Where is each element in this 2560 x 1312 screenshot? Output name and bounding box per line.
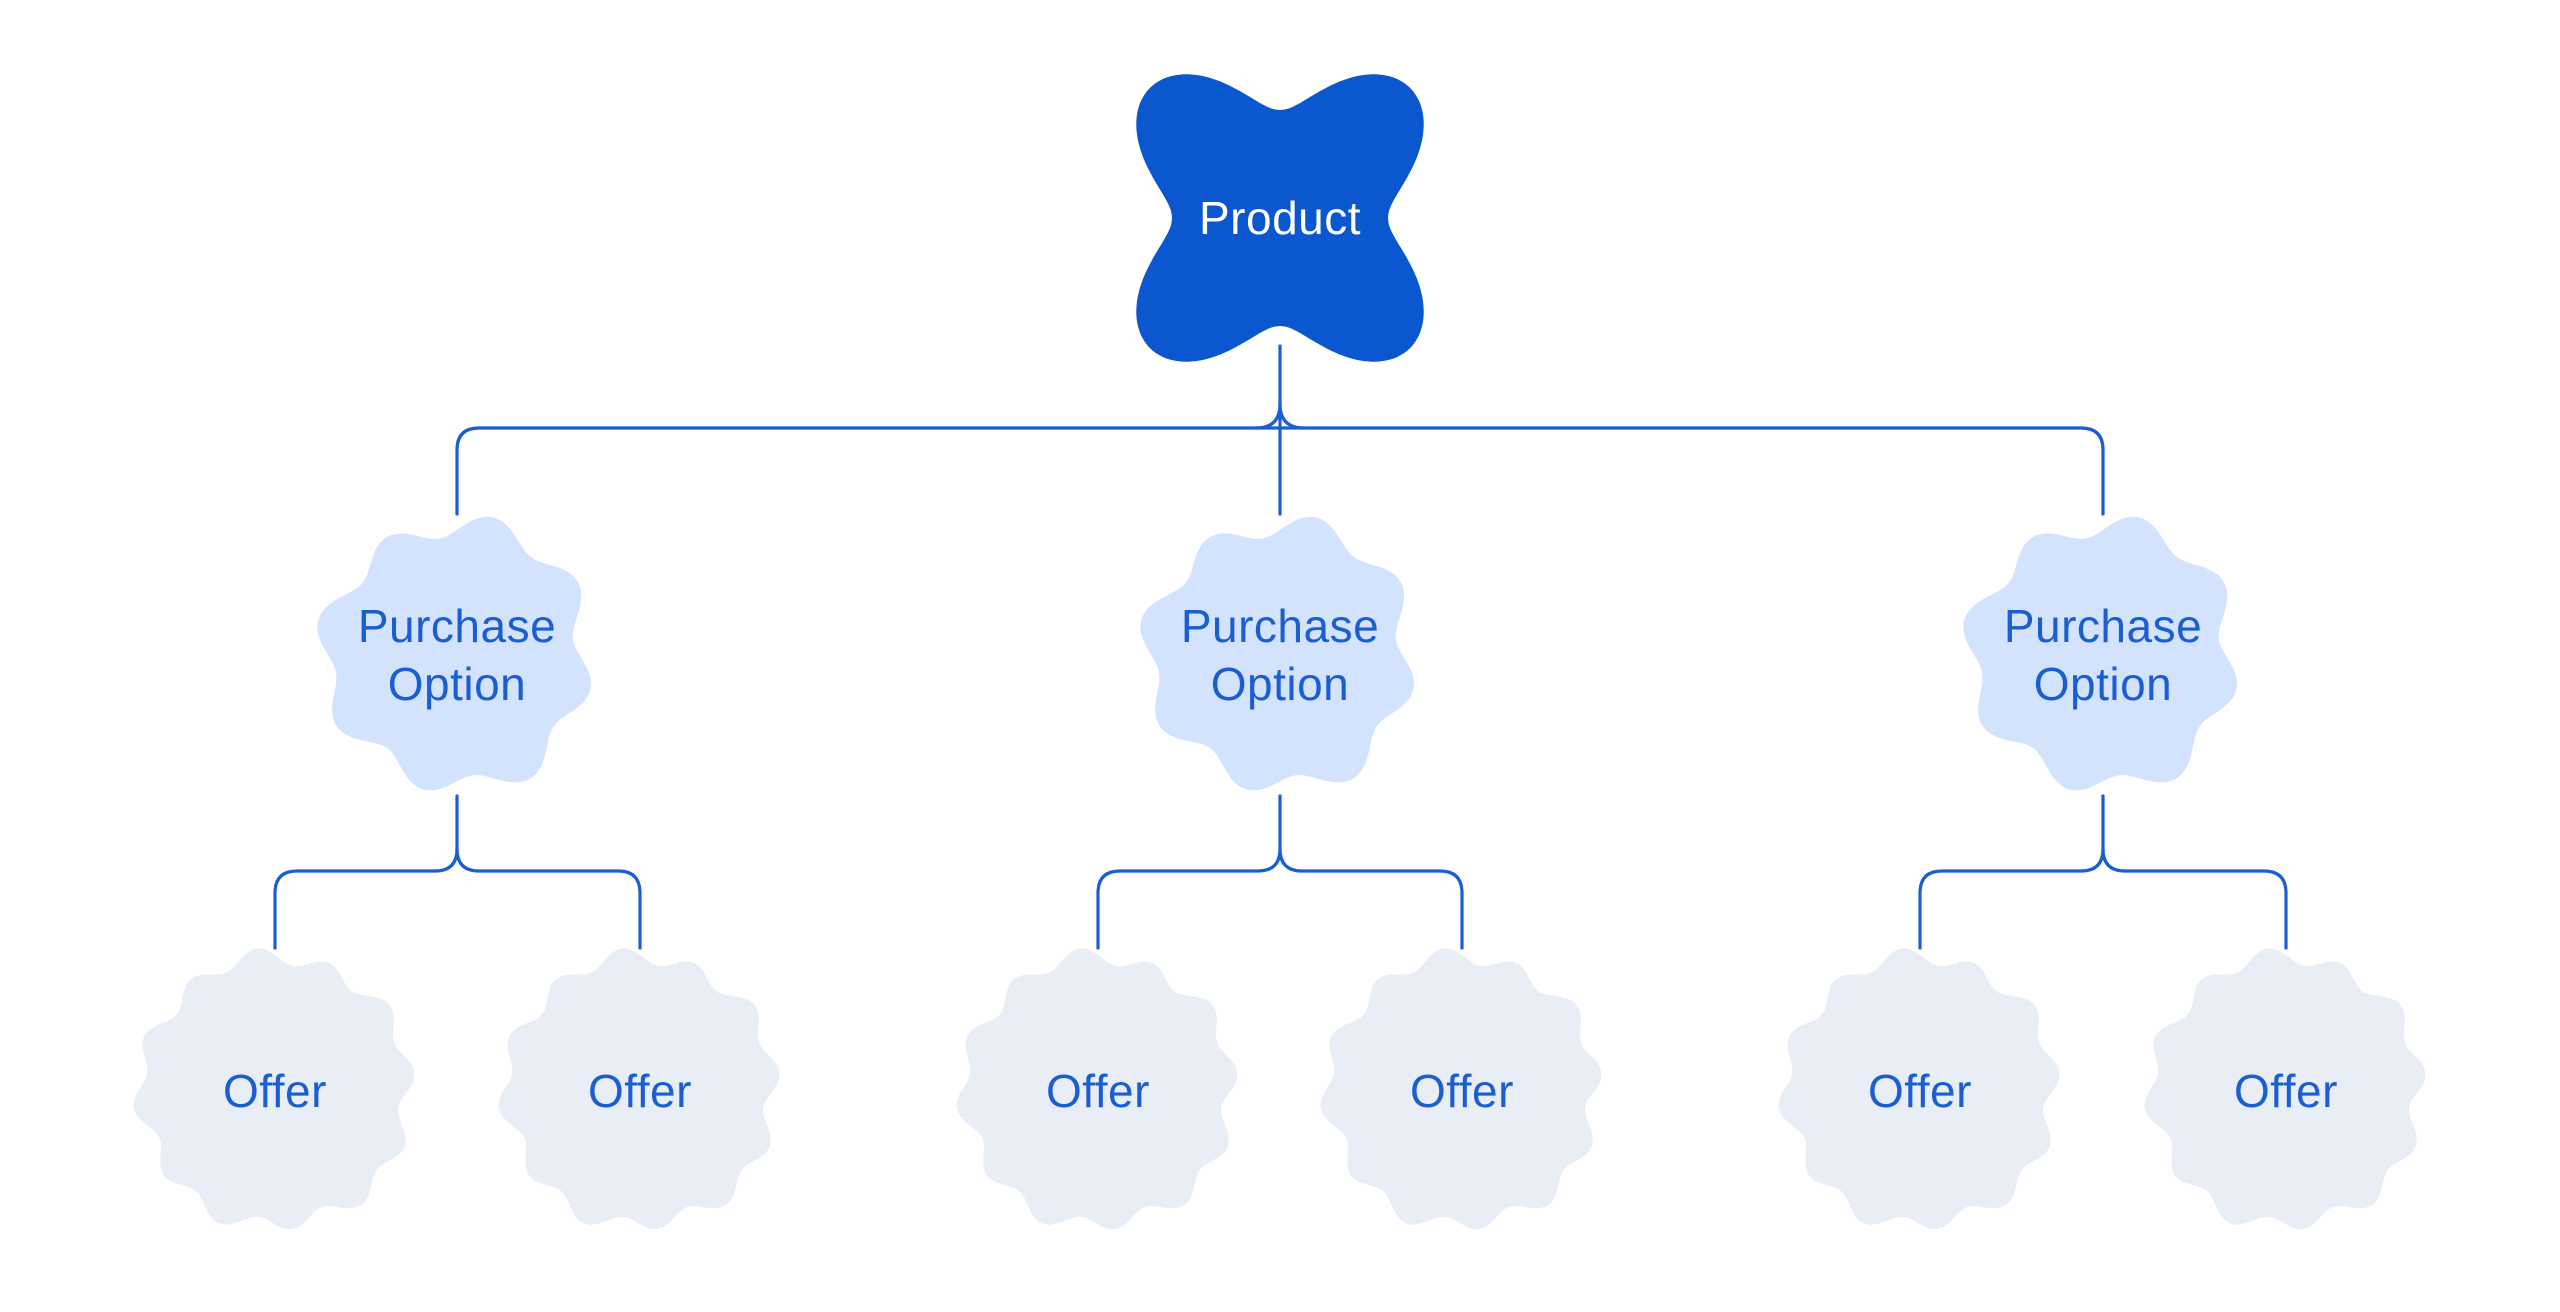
edge-splitter-2-right [1278, 847, 1464, 950]
offer-blob-path [133, 948, 415, 1230]
product-blob-shape [1136, 74, 1424, 362]
offer-blob-path [956, 948, 1238, 1230]
offer-blob-shape [133, 948, 415, 1230]
edge-root-bracket [455, 426, 2105, 516]
edge-root-fillet-left [1254, 402, 1282, 430]
node-offer-6: Offer [2136, 941, 2436, 1241]
node-offer-2: Offer [490, 941, 790, 1241]
node-offer-1: Offer [125, 941, 425, 1241]
offer-blob-path [1320, 948, 1602, 1230]
offer-blob-path [1778, 948, 2060, 1230]
purchase-option-blob-path [1963, 516, 2237, 791]
edge-splitter-2-left [1096, 794, 1282, 950]
edge-splitter-1-left [273, 794, 459, 950]
node-purchase-option-2: Purchase Option [1130, 505, 1430, 805]
offer-blob-shape [2144, 948, 2426, 1230]
node-product-label: Product [1198, 191, 1362, 244]
node-offer-3: Offer [948, 941, 1248, 1241]
purchase-option-blob-shape [317, 516, 592, 791]
node-offer-label: Offer [223, 1064, 327, 1117]
purchase-option-blob-shape [1963, 516, 2237, 791]
node-offer-label: Offer [588, 1064, 692, 1117]
purchase-option-blob-path [317, 516, 592, 791]
offer-blob-shape [956, 948, 1238, 1230]
node-offer-label: Offer [1868, 1064, 1972, 1117]
edge-splitter-1-right [455, 847, 642, 950]
purchase-option-blob-shape [1140, 516, 1414, 791]
node-purchase-option-3: Purchase Option [1953, 505, 2253, 805]
offer-blob-path [2144, 948, 2426, 1230]
edge-root-fillet-right [1278, 402, 1306, 430]
offer-blob-shape [1778, 948, 2060, 1230]
node-offer-label: Offer [1410, 1064, 1514, 1117]
node-offer-4: Offer [1312, 941, 1612, 1241]
offer-blob-shape [1320, 948, 1602, 1230]
offer-blob-shape [498, 948, 780, 1230]
node-offer-label: Offer [2234, 1064, 2338, 1117]
node-offer-label: Offer [1046, 1064, 1150, 1117]
node-purchase-option-label: Purchase Option [2003, 599, 2203, 710]
purchase-option-blob-path [1140, 516, 1414, 791]
node-purchase-option-label: Purchase Option [357, 599, 557, 710]
node-purchase-option-label: Purchase Option [1180, 599, 1380, 710]
node-purchase-option-1: Purchase Option [307, 505, 607, 805]
offer-blob-path [498, 948, 780, 1230]
node-offer-5: Offer [1770, 941, 2070, 1241]
edge-splitter-3-left [1918, 794, 2105, 950]
product-blob-path [1136, 74, 1424, 362]
node-product: Product [1130, 68, 1430, 368]
edge-splitter-3-right [2101, 847, 2288, 950]
